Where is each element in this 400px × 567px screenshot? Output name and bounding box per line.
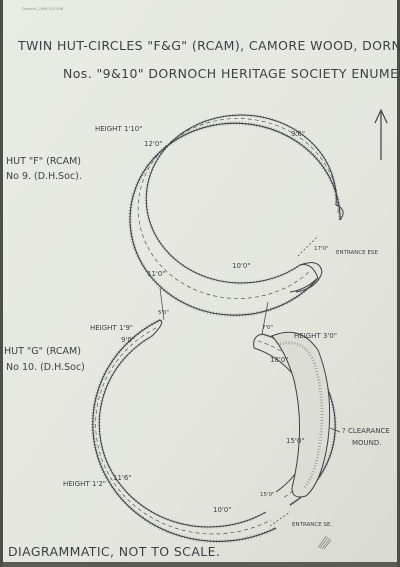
hut-f-number: No 9. (D.H.Soc). bbox=[6, 171, 82, 182]
hut-g-entrance: ENTRANCE SE. bbox=[292, 522, 332, 528]
title-line-1: TWIN HUT-CIRCLES "F&G" (RCAM), CAMORE WO… bbox=[17, 38, 400, 53]
hut-g-dim-top-left: 9'0" bbox=[121, 336, 135, 344]
hut-f-height: HEIGHT 1'10" bbox=[95, 125, 142, 133]
hut-g-number: No 10. (D.H.Soc) bbox=[6, 362, 85, 373]
hut-g-dim-link-right: 7'0" bbox=[262, 325, 273, 331]
hut-g-mound: MOUND. bbox=[352, 439, 382, 447]
hut-g-clearance: ? CLEARANCE bbox=[342, 427, 390, 435]
hut-g-height-right: HEIGHT 3'0" bbox=[294, 332, 337, 340]
hut-g-dim-top-right: 18'0" bbox=[270, 356, 289, 364]
pencil-scribble bbox=[317, 535, 332, 550]
hut-g-dim-right: 15'0" bbox=[286, 437, 305, 445]
hut-f-label: HUT "F" (RCAM) bbox=[6, 156, 81, 167]
hut-f-dim-left: 11'0" bbox=[147, 270, 166, 278]
hut-g-ring bbox=[91, 318, 277, 544]
hut-f-entrance: ENTRANCE ESE bbox=[336, 250, 378, 256]
hut-g-height-left: HEIGHT 1'9" bbox=[90, 324, 133, 332]
clearance-mound bbox=[271, 331, 331, 498]
hut-f-dim-top-right: 9'6" bbox=[291, 130, 305, 138]
north-arrow-icon bbox=[374, 108, 388, 160]
hut-f-dim-top-left: 12'0" bbox=[144, 140, 163, 148]
hut-g-height-bottom: HEIGHT 1'2" bbox=[63, 480, 106, 488]
link-lines bbox=[159, 235, 341, 527]
hut-f-dim-entrance: 17'0" bbox=[314, 246, 329, 252]
hut-g-dim-entrance: 15'0" bbox=[260, 492, 275, 498]
hut-f-ring bbox=[128, 113, 344, 317]
hut-f-dim-bottom: 10'0" bbox=[232, 262, 251, 270]
hut-g-label: HUT "G" (RCAM) bbox=[4, 346, 81, 357]
hut-g-dim-link-left: 5'0" bbox=[158, 310, 169, 316]
footer-note: DIAGRAMMATIC, NOT TO SCALE. bbox=[8, 544, 220, 559]
paper-bottom-edge bbox=[3, 562, 397, 567]
paper bbox=[3, 0, 397, 562]
hut-f-entrance-tail bbox=[289, 262, 323, 293]
title-line-2: Nos. "9&10" DORNOCH HERITAGE SOCIETY ENU… bbox=[63, 66, 400, 81]
corner-ref: Dornoch_2009 015 006 bbox=[22, 7, 63, 11]
hut-g-dim-bottom: 10'0" bbox=[213, 506, 232, 514]
hut-g-dim-left: 11'6" bbox=[113, 474, 132, 482]
